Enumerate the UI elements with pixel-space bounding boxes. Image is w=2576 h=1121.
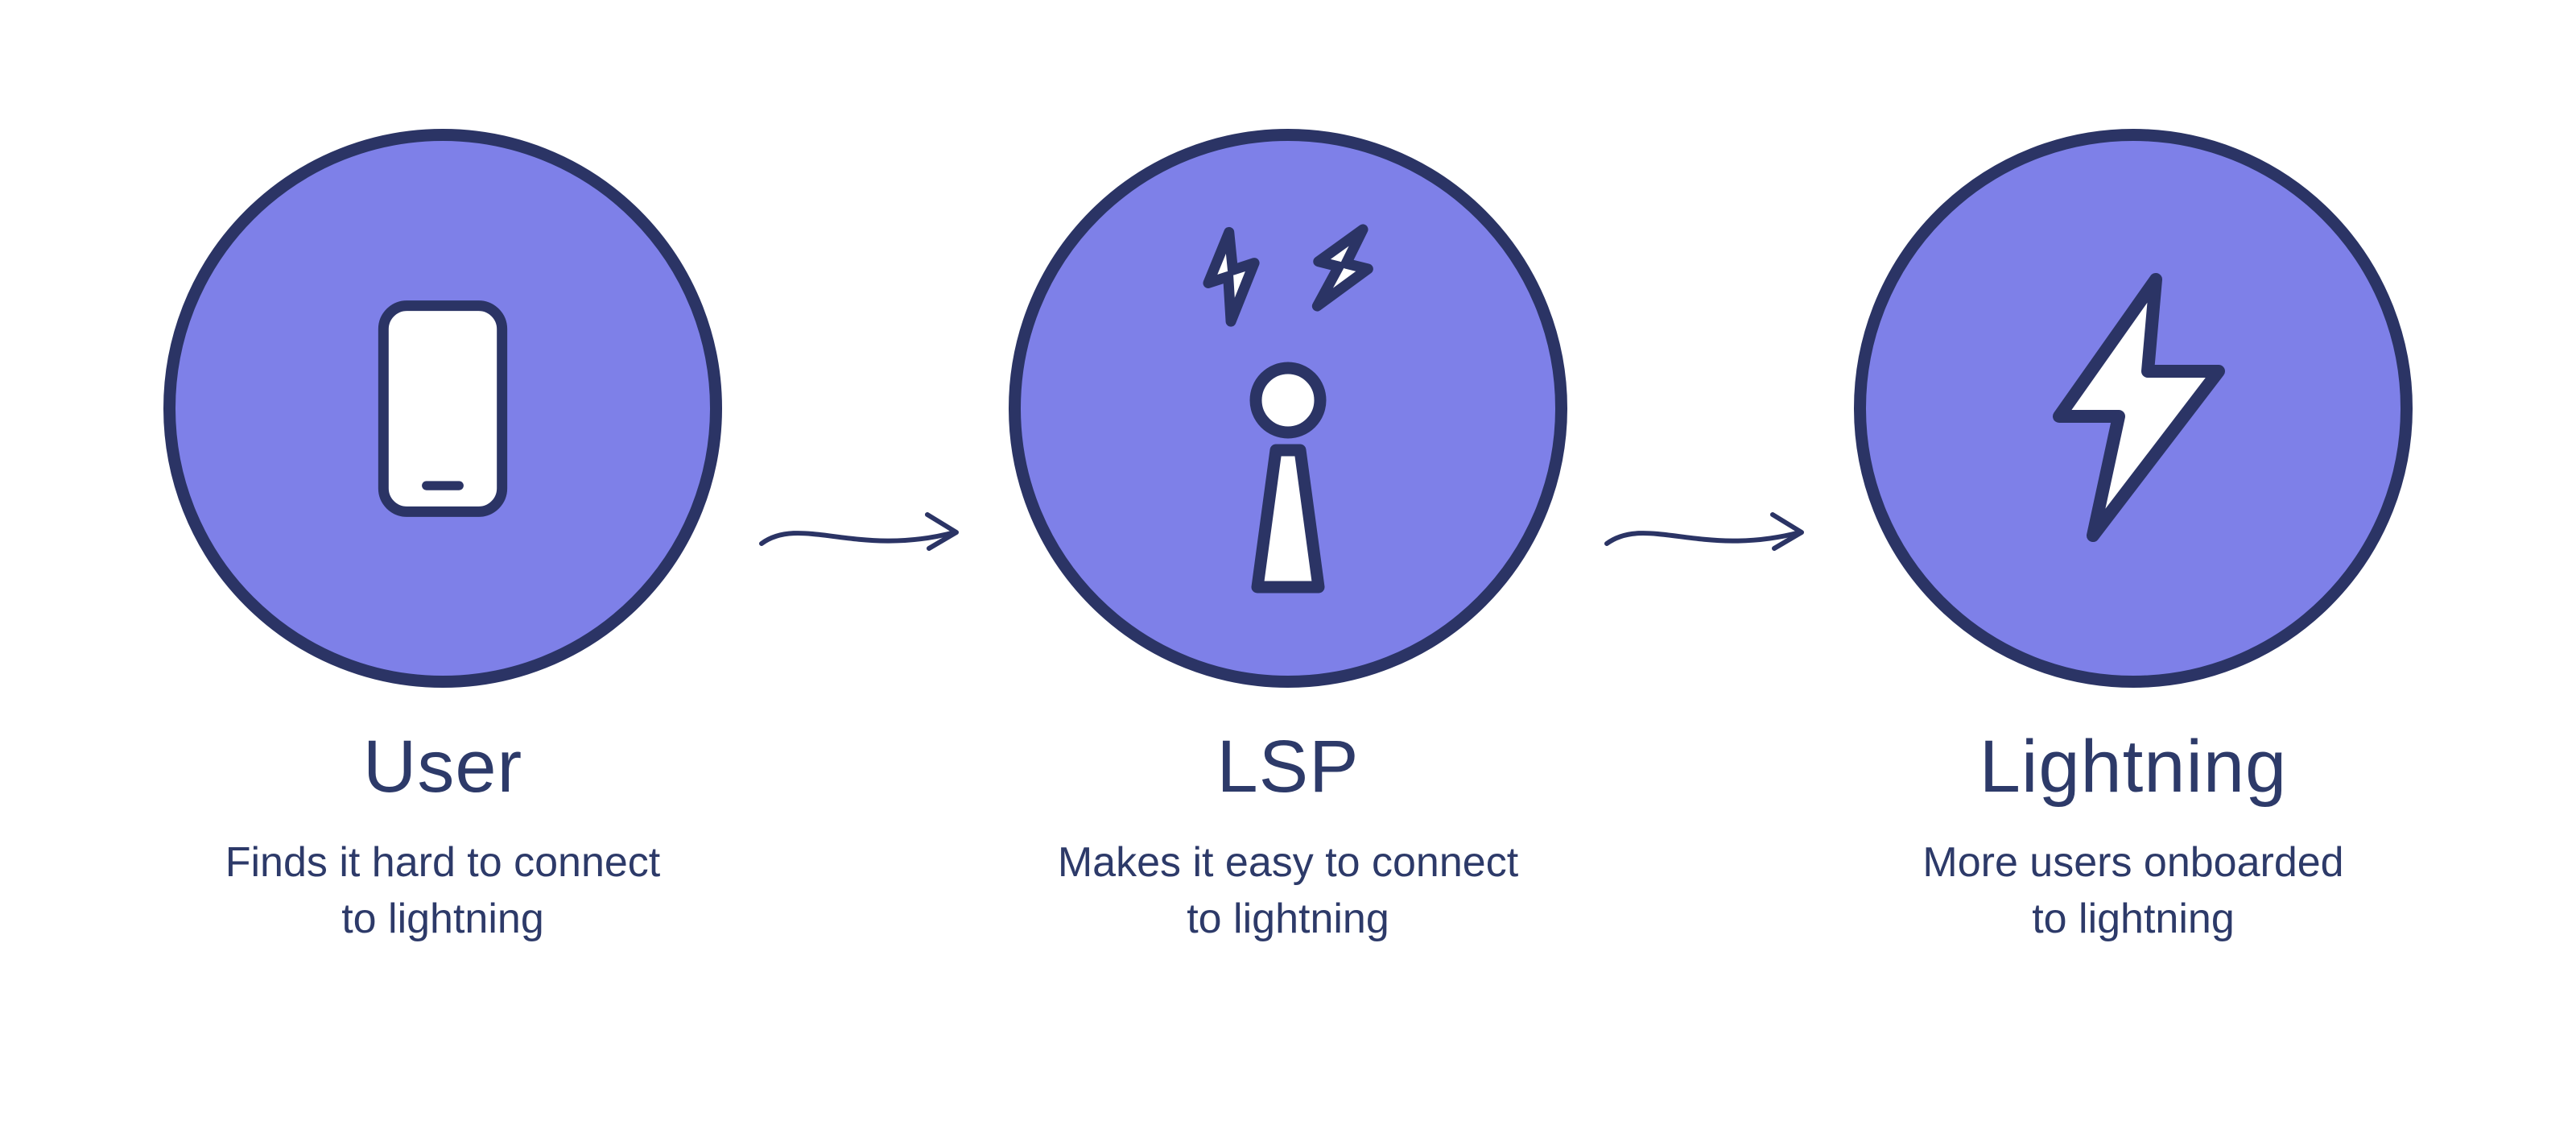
node-user: User Finds it hard to connect to lightni… [129,129,757,947]
lightning-circle [1854,129,2413,688]
node-title-lsp: LSP [1216,726,1360,808]
beacon-icon [1155,215,1421,602]
lightning-bolt-icon [2013,270,2254,548]
smartphone-icon [374,282,511,536]
wavy-arrow-icon [1602,502,1819,574]
node-lightning: Lightning More users onboarded to lightn… [1819,129,2447,947]
node-title-lightning: Lightning [1979,726,2288,808]
node-description-lightning: More users onboarded to lightning [1922,839,2344,943]
connector-lsp-lightning [1602,502,1819,574]
node-description-lsp: Makes it easy to connect to lightning [1057,839,1519,943]
node-description-user: Finds it hard to connect to lightning [225,839,661,943]
wavy-arrow-icon [757,502,974,574]
user-circle [163,129,722,688]
connector-user-lsp [757,502,974,574]
node-title-user: User [362,726,523,808]
node-lsp: LSP Makes it easy to connect to lightnin… [974,129,1602,947]
lsp-circle [1009,129,1567,688]
